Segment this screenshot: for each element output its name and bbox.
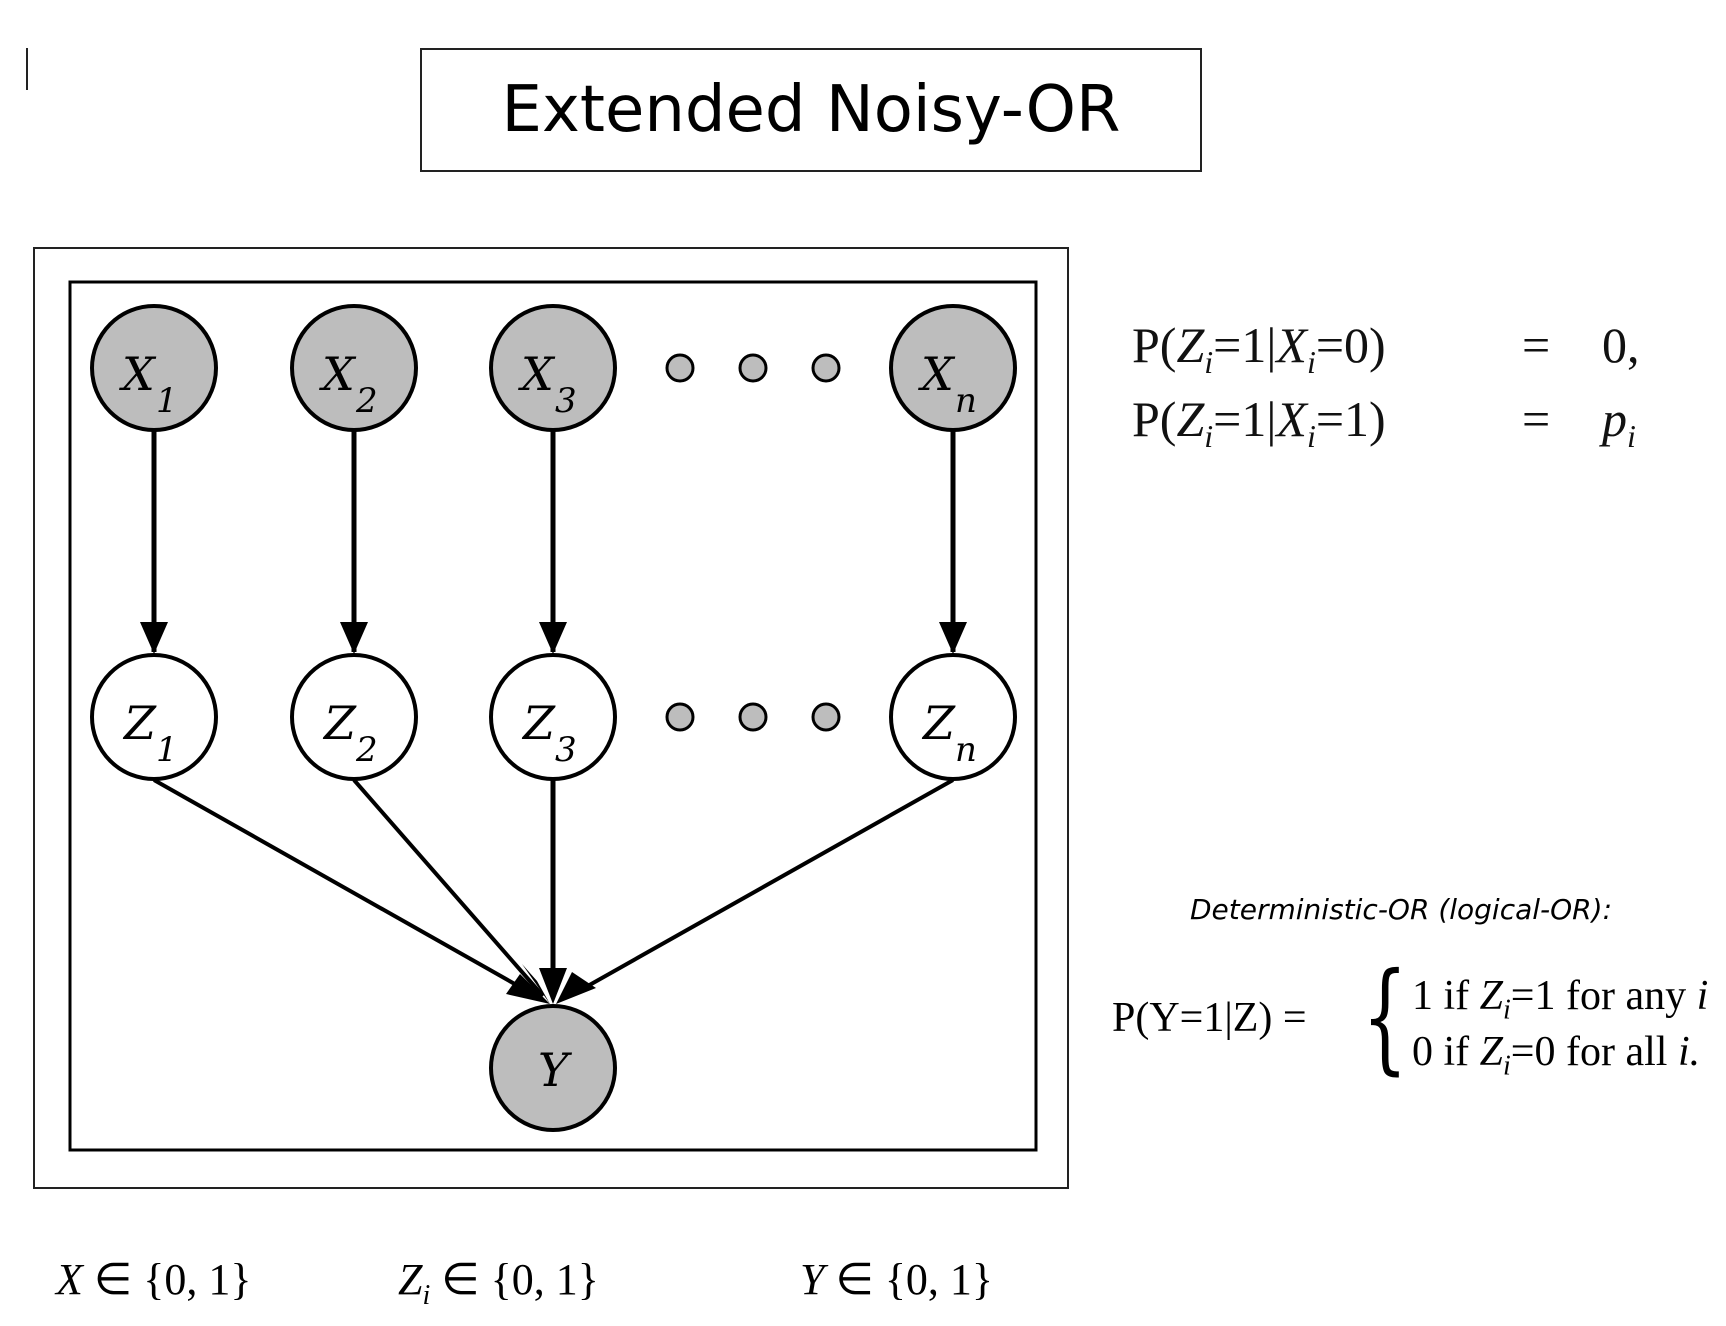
ellipsis-dot bbox=[738, 353, 768, 383]
eq1-rhs: 0, bbox=[1602, 317, 1640, 373]
node-x2-label: X bbox=[319, 347, 357, 401]
equation-one: P(Zi=1|Xi=1) bbox=[1132, 390, 1386, 455]
node-x3-sub: 3 bbox=[555, 381, 577, 421]
node-z3-label: Z bbox=[521, 696, 556, 750]
domain-z: Zi ∈ {0, 1} bbox=[398, 1254, 599, 1312]
text-cursor bbox=[26, 48, 28, 90]
case2-var: i. bbox=[1677, 1029, 1701, 1075]
node-y: Y bbox=[489, 1004, 617, 1132]
case1-post: =1 for any bbox=[1510, 973, 1697, 1019]
node-z1-label: Z bbox=[122, 696, 157, 750]
eq1-eqsign: = bbox=[1522, 317, 1551, 373]
eq1-sub: i bbox=[1204, 344, 1214, 380]
edge-z2-y bbox=[352, 778, 545, 998]
title-box: Extended Noisy-OR bbox=[420, 48, 1202, 172]
domain-x-set: ∈ {0, 1} bbox=[93, 1255, 252, 1304]
case1-pre: 1 if bbox=[1412, 973, 1480, 1019]
node-x2: X 2 bbox=[290, 304, 418, 432]
eq2-sub: i bbox=[1204, 418, 1214, 454]
ellipsis-dot bbox=[738, 702, 768, 732]
node-zn: Z n bbox=[889, 653, 1017, 781]
node-xn: X n bbox=[889, 304, 1017, 432]
case-any: 1 if Zi=1 for any i bbox=[1412, 972, 1708, 1026]
case2-pre: 0 if bbox=[1412, 1029, 1480, 1075]
node-y-label: Y bbox=[538, 1043, 573, 1097]
eq2-end: =1) bbox=[1315, 391, 1386, 447]
left-brace: { bbox=[1362, 948, 1408, 1087]
node-z3-sub: 3 bbox=[555, 730, 577, 770]
case2-z: Z bbox=[1479, 1029, 1504, 1075]
eq2-rhs-sub: i bbox=[1627, 418, 1636, 454]
ellipsis-dot bbox=[811, 353, 841, 383]
arrowhead-x3-z3 bbox=[539, 622, 567, 654]
node-x3-label: X bbox=[518, 347, 556, 401]
edge-z1-y bbox=[153, 778, 537, 998]
domain-z-var: Z bbox=[398, 1255, 423, 1304]
eq2-p: P( bbox=[1132, 391, 1177, 447]
case1-z: Z bbox=[1479, 973, 1504, 1019]
domain-y: Y ∈ {0, 1} bbox=[800, 1254, 993, 1305]
eq2-sub-x: i bbox=[1306, 418, 1316, 454]
eq1-x: X bbox=[1276, 317, 1307, 373]
eq2-rhs: p bbox=[1602, 391, 1627, 447]
eq1-z: Z bbox=[1176, 317, 1205, 373]
node-z2-sub: 2 bbox=[355, 730, 378, 770]
node-x1: X 1 bbox=[90, 304, 218, 432]
equation-one-rhs: pi bbox=[1602, 390, 1636, 455]
case1-var: i bbox=[1696, 973, 1709, 1019]
arrowhead-x1-z1 bbox=[140, 622, 168, 654]
ellipsis-dot bbox=[665, 702, 695, 732]
ellipsis-dot bbox=[811, 702, 841, 732]
domain-y-set: ∈ {0, 1} bbox=[835, 1255, 994, 1304]
case2-post: =0 for all bbox=[1510, 1029, 1678, 1075]
case-all: 0 if Zi=0 for all i. bbox=[1412, 1028, 1700, 1082]
equation-zero-rhs: 0, bbox=[1602, 316, 1640, 374]
case2-sub: i bbox=[1503, 1050, 1511, 1082]
node-x3: X 3 bbox=[489, 304, 617, 432]
node-xn-sub: n bbox=[955, 381, 977, 421]
arrowhead-x2-z2 bbox=[340, 622, 368, 654]
page-title: Extended Noisy-OR bbox=[501, 73, 1121, 147]
edge-zn-y bbox=[569, 778, 954, 998]
node-xn-label: X bbox=[918, 347, 956, 401]
domain-x: X ∈ {0, 1} bbox=[56, 1254, 251, 1305]
domain-y-var: Y bbox=[800, 1255, 825, 1304]
deterministic-lhs: P(Y=1|Z) = bbox=[1112, 995, 1307, 1041]
eq1-end: =0) bbox=[1315, 317, 1386, 373]
eq1-mid: =1| bbox=[1213, 317, 1277, 373]
node-z1-sub: 1 bbox=[156, 730, 178, 770]
arrowhead-xn-zn bbox=[939, 622, 967, 654]
domain-x-var: X bbox=[56, 1255, 83, 1304]
arrowhead-z2-y bbox=[522, 964, 550, 1004]
ellipsis-dot bbox=[665, 353, 695, 383]
domain-z-set: ∈ {0, 1} bbox=[441, 1255, 599, 1304]
equation-one-eqsign: = bbox=[1522, 390, 1550, 448]
equation-zero-eqsign: = bbox=[1522, 316, 1550, 374]
arrowhead-zn-y bbox=[556, 972, 596, 1004]
node-z2: Z 2 bbox=[290, 653, 418, 781]
eq2-mid: =1| bbox=[1213, 391, 1277, 447]
eq1-p: P( bbox=[1132, 317, 1177, 373]
node-zn-sub: n bbox=[955, 730, 977, 770]
node-x1-sub: 1 bbox=[156, 381, 178, 421]
node-x2-sub: 2 bbox=[355, 381, 378, 421]
node-x1-label: X bbox=[119, 347, 157, 401]
case1-sub: i bbox=[1503, 994, 1511, 1026]
node-z3: Z 3 bbox=[489, 653, 617, 781]
deterministic-or-heading: Deterministic-OR (logical-OR): bbox=[1190, 893, 1612, 926]
eq2-z: Z bbox=[1176, 391, 1205, 447]
eq1-sub-x: i bbox=[1306, 344, 1316, 380]
node-zn-label: Z bbox=[921, 696, 956, 750]
domain-z-sub: i bbox=[422, 1279, 431, 1311]
node-z2-label: Z bbox=[322, 696, 357, 750]
inner-frame bbox=[68, 280, 1038, 1152]
eq2-eqsign: = bbox=[1522, 391, 1551, 447]
equation-zero: P(Zi=1|Xi=0) bbox=[1132, 316, 1386, 381]
node-z1: Z 1 bbox=[90, 653, 218, 781]
outer-frame bbox=[33, 247, 1069, 1189]
eq2-x: X bbox=[1276, 391, 1307, 447]
arrowhead-z3-y bbox=[539, 968, 567, 1004]
arrowhead-z1-y bbox=[506, 974, 550, 1004]
